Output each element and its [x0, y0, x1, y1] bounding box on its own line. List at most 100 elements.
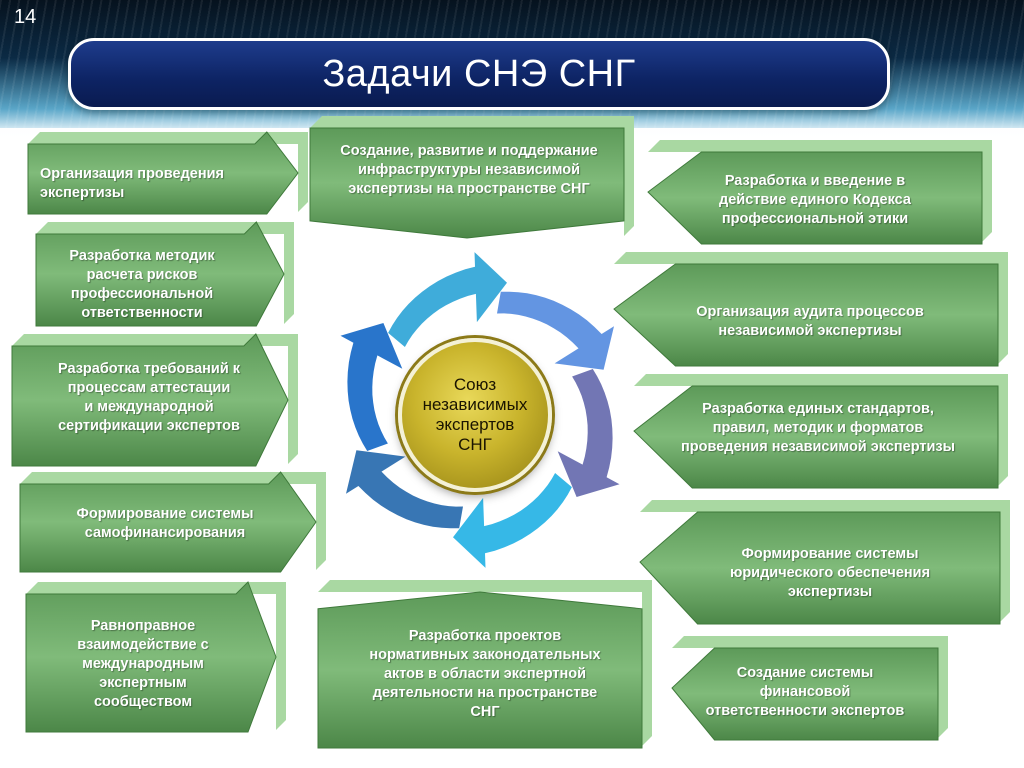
task-block-line: Организация аудита процессов [696, 304, 924, 320]
task-block-7 [317, 580, 654, 749]
task-block-line: Равноправное [90, 618, 196, 634]
task-block-11 [639, 500, 1012, 625]
task-block-label: Создание, развитие и поддержание инфрастр… [316, 142, 622, 199]
task-block-face [647, 151, 983, 245]
task-block-line: деятельности на пространстве [372, 685, 598, 701]
task-block-line: сертификации экспертов [58, 418, 240, 434]
task-block-1 [27, 131, 310, 215]
task-block-face [317, 591, 643, 749]
task-block-shape [317, 580, 652, 749]
task-block-line: Разработка единых стандартов, [702, 401, 934, 417]
task-block-line: Разработка методик [69, 248, 215, 264]
slide-number: 14 [14, 6, 37, 28]
task-block-2 [35, 221, 296, 327]
task-block-bevel [648, 140, 992, 242]
task-block-bevel [672, 636, 948, 738]
task-block-face [25, 581, 277, 733]
task-block-shape [309, 116, 634, 239]
title-banner: Задачи СНЭ СНГ [68, 38, 890, 110]
task-block-face [309, 127, 625, 239]
task-block-shape [647, 140, 992, 245]
task-block-face [27, 131, 299, 215]
task-block-bevel [28, 132, 308, 212]
task-block-face [19, 471, 317, 573]
task-block-5 [25, 581, 288, 733]
cycle-arrow-top-left [388, 252, 507, 347]
hub-circle: Союз независимых экспертов СНГ [398, 338, 552, 492]
task-block-line: расчета рисков [86, 267, 198, 283]
task-block-line: Организация проведения [40, 166, 224, 182]
task-block-label: Создание системы финансовой ответственност… [690, 664, 920, 721]
task-block-shape [25, 581, 286, 733]
task-block-line: нормативных законодательных [369, 647, 601, 663]
task-block-label: Формирование системы юридического обеспеч… [700, 545, 960, 602]
task-block-12 [671, 636, 950, 741]
cycle-arrows [340, 252, 620, 568]
task-block-shape [19, 471, 326, 573]
task-block-line: юридического обеспечения [729, 565, 931, 581]
task-block-face [35, 221, 285, 327]
task-block-line: Создание системы [736, 665, 874, 681]
cycle-arrow-top-right [497, 291, 614, 370]
task-block-line: ответственности [81, 305, 203, 321]
task-block-line: и международной [84, 399, 214, 415]
task-block-line: Разработка требований к [57, 361, 241, 377]
task-block-3 [11, 333, 300, 467]
task-block-face [613, 263, 999, 367]
task-block-face [11, 333, 289, 467]
task-block-label: Организация аудита процессов независимой … [660, 303, 960, 341]
task-block-face [671, 647, 939, 741]
page-title: Задачи СНЭ СНГ [322, 52, 636, 95]
task-block-4 [19, 471, 328, 573]
task-block-line: ответственности экспертов [705, 703, 905, 719]
task-block-line: экспертизы [40, 185, 125, 201]
task-block-10 [633, 374, 1010, 489]
task-block-line: Формирование системы [741, 546, 919, 562]
task-block-8 [647, 140, 994, 245]
task-block-line: экспертным [99, 675, 187, 691]
task-block-line: инфраструктуры независимой [357, 162, 581, 178]
task-block-line: финансовой [759, 684, 851, 700]
task-block-face [633, 385, 999, 489]
cycle-arrow-bottom [346, 450, 463, 529]
task-block-bevel [20, 472, 326, 570]
task-block-line: профессиональной этики [721, 211, 909, 227]
task-block-label: Разработка проектов нормативных законодат… [322, 627, 648, 722]
task-block-6 [309, 116, 636, 239]
task-block-bevel [614, 252, 1008, 364]
cycle-arrow-left [340, 323, 403, 451]
task-block-shape [27, 131, 308, 215]
task-block-line: Создание, развитие и поддержание [340, 143, 598, 159]
task-block-line: Формирование системы [76, 506, 254, 522]
task-block-shape [613, 252, 1008, 367]
task-block-label: Разработка методик расчета рисков професси… [42, 247, 242, 323]
task-block-line: взаимодействие с [77, 637, 209, 653]
task-block-line: международным [82, 656, 204, 672]
cycle-arrow-right [557, 369, 620, 497]
task-block-shape [639, 500, 1010, 625]
task-block-line: СНГ [470, 704, 500, 720]
task-block-shape [35, 221, 294, 327]
task-block-line: сообществом [93, 694, 193, 710]
task-block-line: независимой экспертизы [718, 323, 902, 339]
task-block-line: экспертизы на пространстве СНГ [348, 181, 590, 197]
task-block-face [639, 511, 1001, 625]
task-block-label: Разработка единых стандартов, правил, мет… [652, 400, 984, 457]
task-block-line: Разработка проектов [408, 628, 562, 644]
cycle-arrow-bottom-right [453, 473, 572, 568]
task-block-bevel [634, 374, 1008, 486]
task-block-shape [633, 374, 1008, 489]
task-block-line: актов в области экспертной [383, 666, 587, 682]
task-block-line: процессам аттестации [67, 380, 231, 396]
task-block-line: профессиональной [70, 286, 214, 302]
task-block-9 [613, 252, 1010, 367]
task-block-line: правил, методик и форматов [712, 420, 924, 436]
task-block-label: Разработка требований к процессам аттеста… [22, 360, 276, 436]
task-block-bevel [36, 222, 294, 324]
task-block-label: Организация проведения экспертизы [40, 165, 270, 203]
task-block-line: проведения независимой экспертизы [681, 439, 955, 455]
task-block-line: Разработка и введение в [724, 173, 906, 189]
